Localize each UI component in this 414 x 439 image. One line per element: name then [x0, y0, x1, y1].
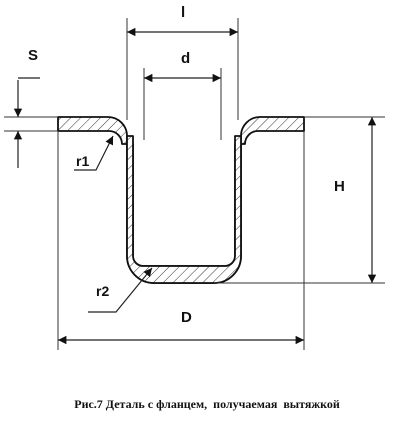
part-section [57, 116, 305, 284]
label-d: d [181, 50, 190, 67]
cup-inner-wall [126, 135, 242, 284]
label-r2: r2 [96, 283, 109, 299]
label-s: S [28, 47, 38, 64]
label-D: D [181, 309, 192, 326]
leader-r1 [74, 135, 114, 171]
leader-r2 [88, 267, 153, 313]
figure-caption: Рис.7 Деталь с фланцем, получаемая вытяж… [74, 397, 340, 411]
label-h: H [334, 178, 345, 195]
label-r1: r1 [76, 153, 89, 169]
label-l: l [181, 4, 185, 21]
